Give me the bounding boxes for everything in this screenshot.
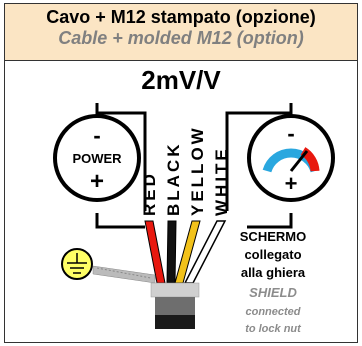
gauge-plus: + <box>285 171 298 196</box>
cable-jacket <box>150 282 200 329</box>
wire-label-black: BLACK <box>164 142 183 217</box>
gauge-meter-icon: - + <box>247 114 335 202</box>
shield-label-en-2: connected <box>245 306 300 318</box>
shield-label-it-1: SCHERMO <box>240 229 306 244</box>
shield-label-it-3: alla ghiera <box>241 265 306 280</box>
ground-icon <box>61 248 93 280</box>
sensitivity-label: 2mV/V <box>141 65 221 95</box>
power-label: POWER <box>72 151 122 166</box>
power-supply-icon: - POWER + <box>53 114 141 202</box>
power-plus: + <box>90 168 104 195</box>
wire-label-yellow: YELLOW <box>188 125 207 216</box>
gauge-needle <box>289 150 309 172</box>
gauge-minus: - <box>287 121 294 146</box>
wire-loop-top-left <box>95 103 147 211</box>
wire-loop-bottom-right <box>247 213 293 229</box>
shield-label-it-2: collegato <box>244 247 301 262</box>
wiring-svg: 2mV/V - POWER + - + R <box>53 65 335 335</box>
wire-label-white: WHITE <box>212 146 231 216</box>
power-minus: - <box>93 123 100 148</box>
wire-black <box>166 220 177 284</box>
title-english: Cable + molded M12 (option) <box>58 28 304 48</box>
wiring-diagram: 2mV/V - POWER + - + R <box>5 61 357 341</box>
wire-loop-bottom-left <box>95 213 145 229</box>
gauge-arc-red <box>300 147 320 172</box>
connection-card: Cavo + M12 stampato (opzione) Cable + mo… <box>4 3 358 343</box>
wire-label-red: RED <box>140 171 159 216</box>
wire-red <box>144 220 166 284</box>
wire-loop-top-right <box>225 103 293 211</box>
card-header: Cavo + M12 stampato (opzione) Cable + mo… <box>5 4 357 61</box>
title-italian: Cavo + M12 stampato (opzione) <box>46 7 316 27</box>
shield-label-en-3: to lock nut <box>245 323 302 335</box>
shield-label-en-1: SHIELD <box>249 285 297 300</box>
